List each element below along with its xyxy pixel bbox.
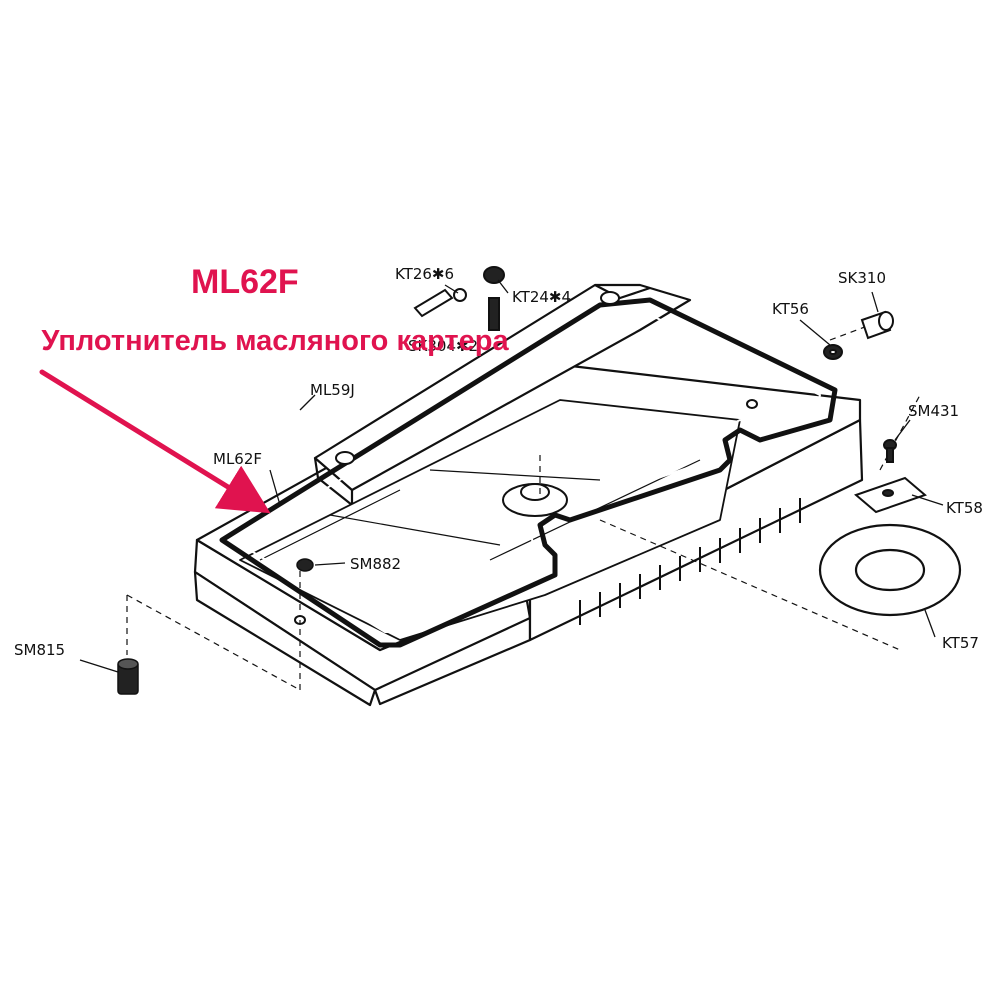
breather-assembly-icon [413, 266, 505, 331]
washer-kt56-icon [823, 344, 843, 360]
washer-kt57-icon [818, 523, 962, 617]
label-sm882: SM882 [350, 555, 401, 573]
label-ml62f: ML62F [213, 450, 262, 468]
highlight-description: Уплотнитель масляного картера [41, 325, 509, 357]
gasket-ml62f [219, 297, 838, 648]
screw-sm815-icon [117, 658, 139, 695]
mounting-holes [294, 291, 758, 625]
highlight-part-code: ML62F [191, 263, 299, 301]
label-sk310: SK310 [838, 269, 886, 287]
plate-kt58-icon [854, 476, 927, 514]
label-kt26: KT26✱6 [395, 265, 454, 283]
highlight-arrow [39, 369, 271, 514]
cooling-fins [579, 498, 801, 625]
bolt-sk310-icon [860, 310, 894, 340]
label-kt58: KT58 [946, 499, 983, 517]
label-kt57: KT57 [942, 634, 979, 652]
nut-sm882-icon [296, 558, 314, 572]
label-ml59j: ML59J [310, 381, 355, 399]
label-kt24: KT24✱4 [512, 288, 571, 306]
label-sm431: SM431 [908, 402, 959, 420]
label-sm815: SM815 [14, 641, 65, 659]
screw-sm431-icon [883, 439, 897, 463]
label-pointers [79, 279, 944, 673]
label-kt56: KT56 [772, 300, 809, 318]
label-sk304: SK304✱2 [408, 337, 478, 355]
center-drain-boss [502, 483, 568, 517]
